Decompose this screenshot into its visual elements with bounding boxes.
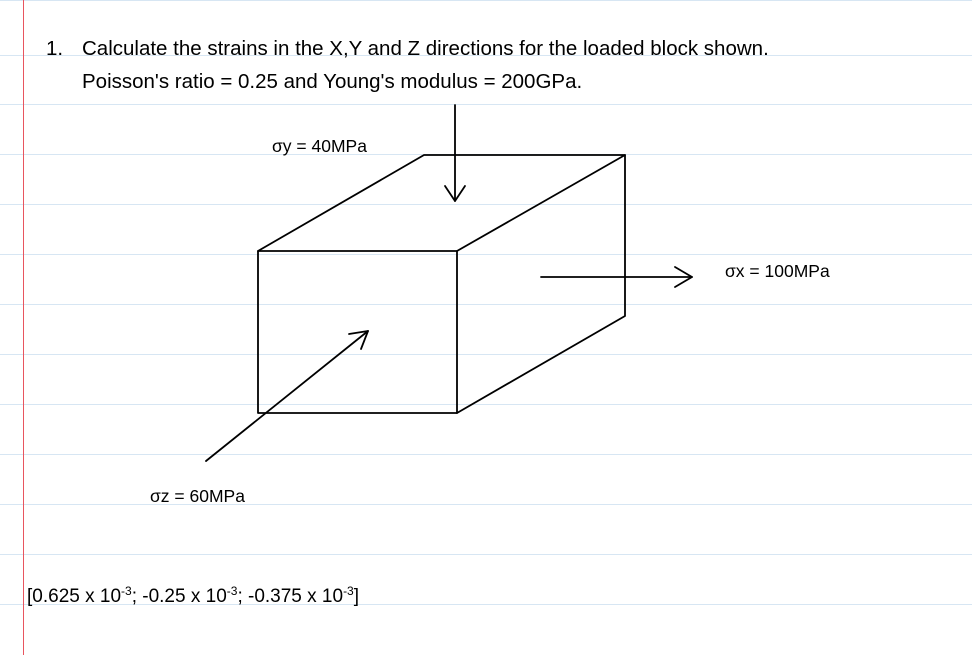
question-text-line-2: Poisson's ratio = 0.25 and Young's modul… [82,70,583,93]
question-text-line-1: Calculate the strains in the X,Y and Z d… [82,37,769,60]
stress-z-label: σz = 60MPa [150,486,245,506]
stress-y-label: σy = 40MPa [272,136,367,156]
stress-y-arrow [444,104,466,202]
answer-part: ; -0.375 x 10 [237,586,344,607]
answer-exponent: -3 [121,584,132,598]
stress-z-arrow [205,330,369,462]
answer-text: [0.625 x 10-3; -0.25 x 10-3; -0.375 x 10… [27,584,359,608]
answer-exponent: -3 [226,584,238,598]
answer-part: ] [353,586,360,607]
block-side-face [456,154,626,414]
answer-part: [0.625 x 10 [27,586,122,607]
stress-x-label: σx = 100MPa [725,261,830,281]
block-top-face [257,154,626,252]
answer-part: ; -0.25 x 10 [131,586,227,607]
margin-line [23,0,24,655]
stress-x-arrow [540,266,693,288]
block-front-face [257,250,458,414]
answer-exponent: -3 [343,584,354,598]
question-number: 1. [46,37,64,60]
